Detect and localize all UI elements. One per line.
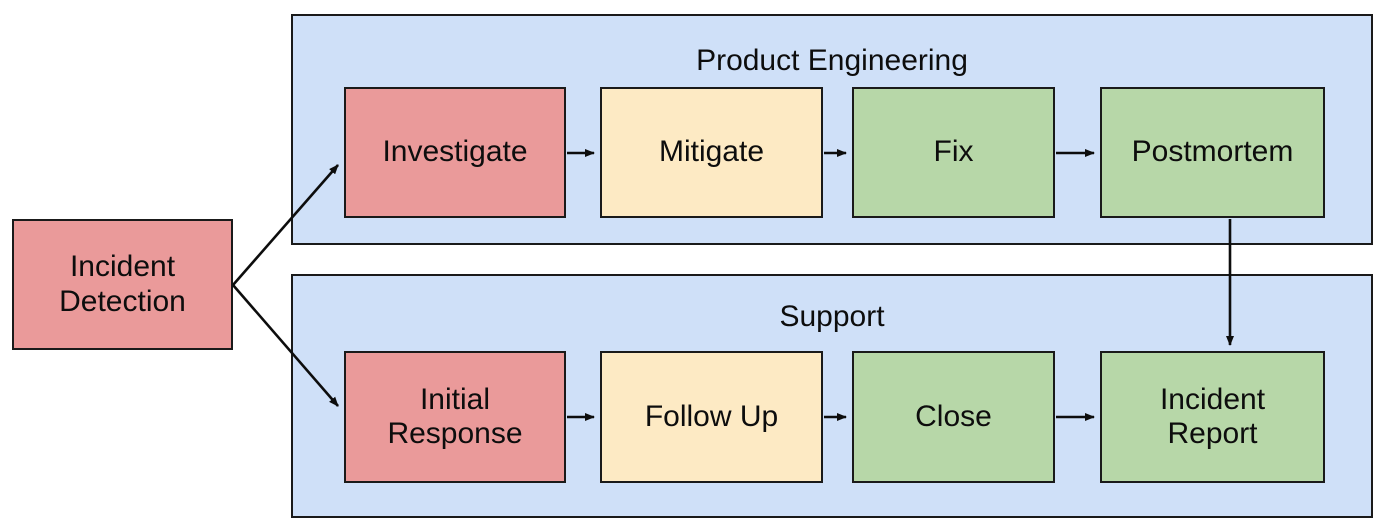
node-incident-detection[interactable]: Incident Detection <box>12 219 233 350</box>
node-mitigate[interactable]: Mitigate <box>600 87 823 218</box>
node-initial-response[interactable]: Initial Response <box>344 351 566 483</box>
swimlane-title-support: Support <box>779 300 885 333</box>
node-investigate[interactable]: Investigate <box>344 87 566 218</box>
node-close[interactable]: Close <box>852 351 1055 483</box>
swimlane-title-product-engineering: Product Engineering <box>696 44 968 77</box>
node-incident-report[interactable]: Incident Report <box>1100 351 1325 483</box>
node-postmortem[interactable]: Postmortem <box>1100 87 1325 218</box>
node-fix[interactable]: Fix <box>852 87 1055 218</box>
node-follow-up[interactable]: Follow Up <box>600 351 823 483</box>
